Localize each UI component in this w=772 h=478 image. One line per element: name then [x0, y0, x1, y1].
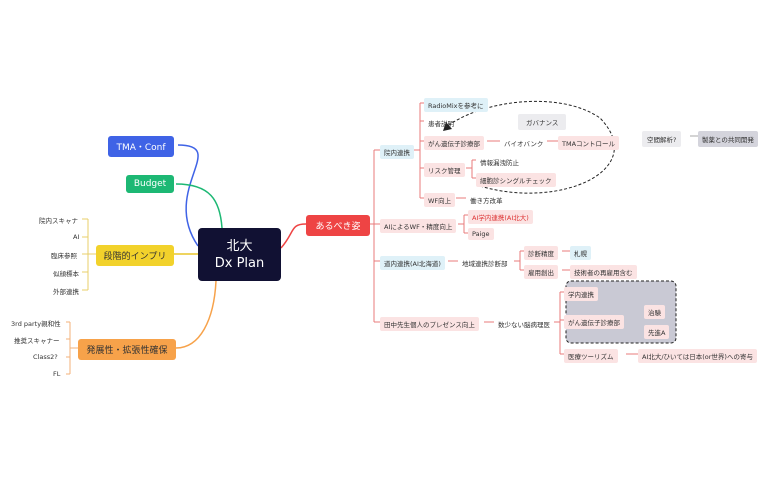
branch-staged-implementation[interactable]: 段階的インプリ: [96, 245, 174, 266]
node-gijutsu[interactable]: 技術者の再雇用含む: [570, 265, 637, 279]
node-senshin[interactable]: 先進A: [644, 325, 670, 339]
node-workstyle[interactable]: 働き方改革: [470, 197, 503, 205]
node-pharma-codev[interactable]: 製薬との共同開発: [698, 131, 758, 147]
node-koyou[interactable]: 雇用創出: [524, 265, 558, 279]
staged-item[interactable]: 外部連携: [53, 288, 79, 296]
node-risk-cytology[interactable]: 細胞診シングルチェック: [476, 173, 556, 187]
node-chiken[interactable]: 治験: [644, 305, 665, 319]
staged-item[interactable]: 院内スキャナ: [39, 217, 78, 225]
expand-item[interactable]: 推奨スキャナー: [14, 337, 60, 345]
node-patient[interactable]: 患者説明: [428, 120, 454, 128]
node-risk-leak[interactable]: 情報漏洩防止: [480, 159, 519, 167]
root-node[interactable]: 北大 Dx Plan: [198, 228, 281, 281]
expand-item[interactable]: 3rd party親和性: [11, 320, 61, 328]
node-tma-control[interactable]: TMAコントロール: [558, 136, 620, 150]
node-governance[interactable]: ガバナンス: [518, 114, 567, 130]
branch-expandability[interactable]: 発展性・拡張性確保: [78, 339, 176, 360]
expand-item[interactable]: Class2?: [33, 353, 58, 361]
node-spatial-analysis[interactable]: 空間解析?: [642, 131, 682, 147]
node-gan2[interactable]: がん遺伝子診療部: [564, 315, 624, 329]
branch-tma-conf[interactable]: TMA・Conf: [108, 136, 174, 157]
staged-item[interactable]: 臨床参照: [51, 252, 77, 260]
branch-ideal-state[interactable]: あるべき姿: [306, 215, 370, 236]
node-tanaka[interactable]: 田中先生個人のプレゼンス向上: [380, 317, 479, 331]
node-innai[interactable]: 院内連携: [380, 145, 414, 159]
root-title: 北大: [226, 238, 253, 254]
node-ai-gakunai[interactable]: AI学内連携(AI北大): [468, 210, 533, 224]
node-risk[interactable]: リスク管理: [424, 163, 465, 177]
node-paige[interactable]: Paige: [468, 228, 494, 240]
node-seido[interactable]: 診断精度: [524, 246, 558, 260]
node-gakunai[interactable]: 学内連携: [564, 287, 598, 301]
node-sapporo[interactable]: 札幌: [570, 246, 591, 260]
node-biobank[interactable]: バイオバンク: [504, 140, 544, 148]
node-tourism-contribution[interactable]: AI北大/ひいては日本(or世界)への寄与: [638, 349, 757, 363]
branch-budget[interactable]: Budget: [126, 175, 174, 193]
root-subtitle: Dx Plan: [214, 255, 265, 271]
node-radiomix[interactable]: RadioMixを参考に: [424, 98, 488, 112]
node-wf[interactable]: WF向上: [424, 193, 456, 207]
staged-item[interactable]: AI: [73, 233, 80, 241]
node-shosu[interactable]: 数少ない脳病理医: [498, 321, 550, 329]
node-gan-idenshi[interactable]: がん遺伝子診療部: [424, 136, 484, 150]
node-dounai[interactable]: 道内連携(AI北海道): [380, 256, 445, 270]
expand-item[interactable]: FL: [53, 370, 61, 378]
node-ai-wf[interactable]: AIによるWF・精度向上: [380, 219, 457, 233]
node-tourism[interactable]: 医療ツーリズム: [564, 349, 618, 363]
node-chiiki[interactable]: 地域連携診断部: [462, 260, 508, 268]
staged-item[interactable]: 似顔標本: [53, 270, 79, 278]
